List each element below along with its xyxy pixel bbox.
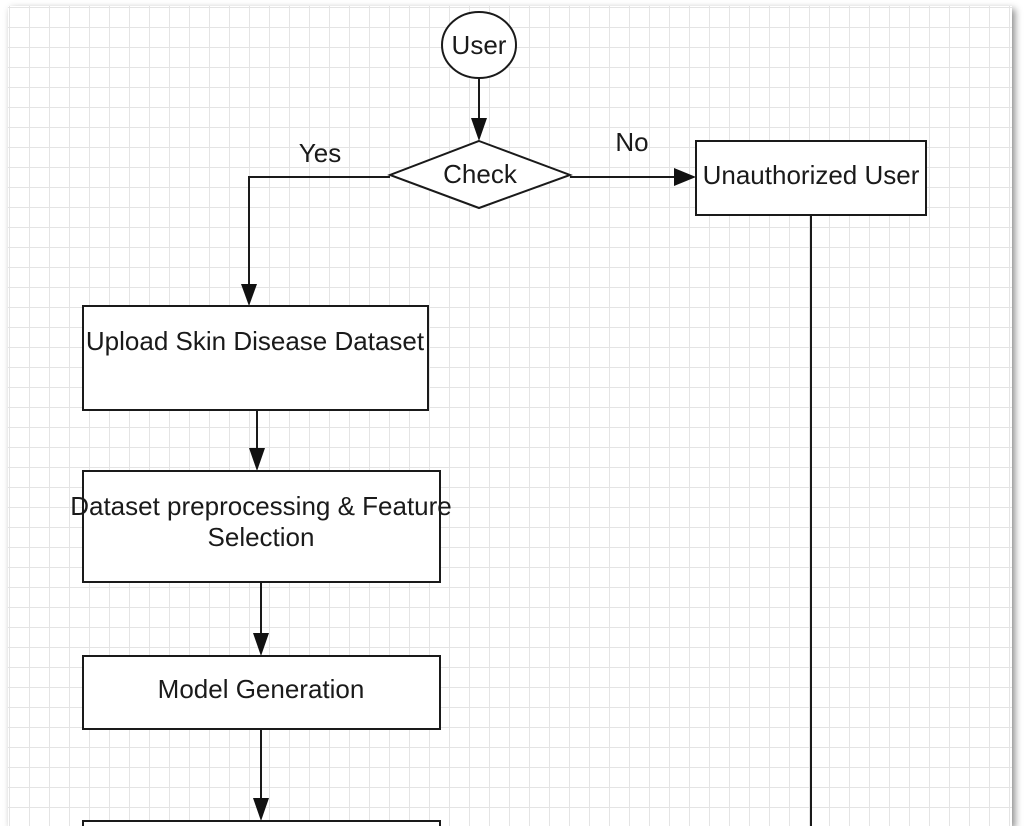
connectors (241, 78, 812, 826)
model-box (82, 655, 441, 730)
upload-label: Upload Skin Disease Dataset (86, 326, 425, 356)
node-preprocess: Dataset preprocessing & Feature Selectio… (70, 470, 452, 583)
user-label: User (452, 30, 507, 60)
diagram-canvas: User Check Yes No Unauthorized User Uplo… (8, 6, 1012, 826)
arrowhead-unauthorized (674, 168, 696, 186)
upload-box (82, 305, 429, 411)
node-unauthorized: Unauthorized User (695, 140, 927, 216)
arrowhead-upload (241, 284, 257, 306)
node-upload: Upload Skin Disease Dataset (82, 305, 429, 411)
node-next-partial (82, 820, 441, 826)
model-label: Model Generation (158, 674, 365, 704)
preprocess-label-line1: Dataset preprocessing & Feature (70, 491, 452, 521)
arrowhead-preprocess (249, 448, 265, 471)
preprocess-box (82, 470, 441, 583)
user-ellipse (441, 11, 517, 79)
edge-label-yes: Yes (299, 138, 341, 168)
next-box-partial (82, 820, 441, 826)
arrowhead-next (253, 798, 269, 821)
node-user: User (441, 11, 517, 79)
unauthorized-box (695, 140, 927, 216)
unauthorized-label: Unauthorized User (703, 160, 920, 190)
check-diamond (387, 139, 573, 210)
node-model: Model Generation (82, 655, 441, 730)
arrowhead-model (253, 633, 269, 656)
check-label: Check (443, 159, 518, 189)
preprocess-label-line2: Selection (208, 522, 315, 552)
arrowhead-check (471, 118, 487, 141)
edge-check-to-upload (248, 176, 390, 290)
flowchart: User Check Yes No Unauthorized User Uplo… (70, 11, 927, 826)
edge-label-no: No (615, 127, 648, 157)
node-check: Check (387, 139, 573, 210)
